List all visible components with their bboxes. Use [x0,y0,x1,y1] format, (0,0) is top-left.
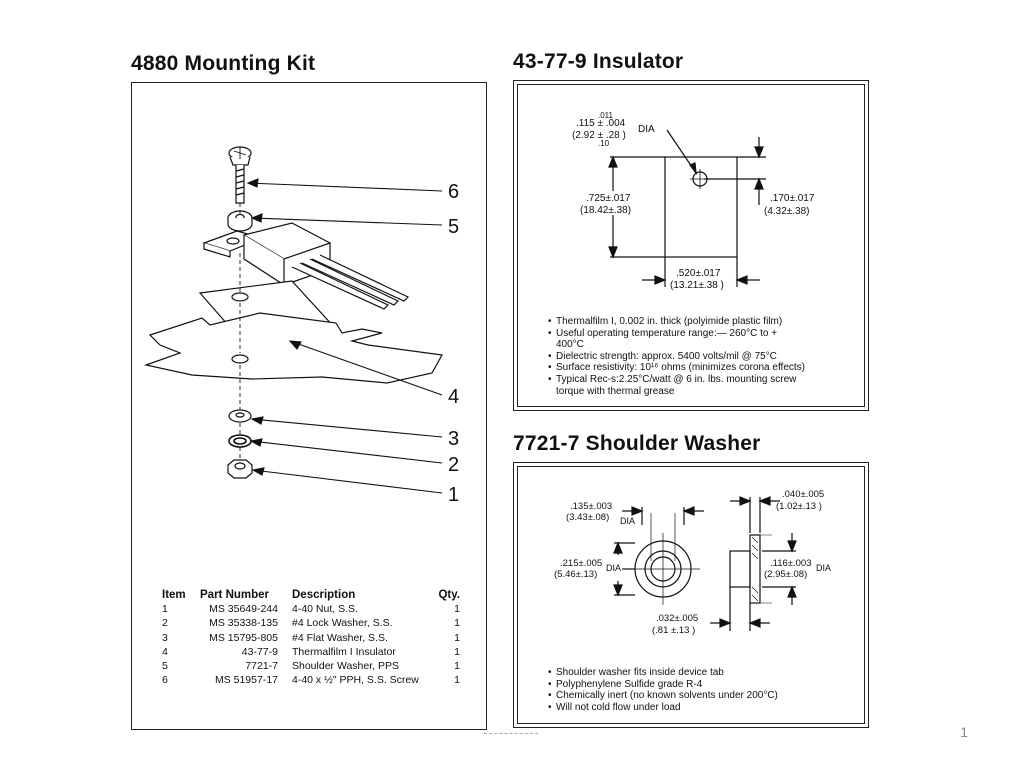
flange-nominal: .040±.005 [782,489,824,500]
cell-item: 1 [162,603,168,616]
header-item: Item [162,589,186,601]
cell-item: 5 [162,659,168,672]
height-metric: (18.42±.38) [580,205,631,216]
cell-qty: 1 [454,631,460,644]
callout-leaders [246,178,443,494]
heatsink-plate-part [143,312,443,384]
cell-item: 6 [162,674,168,687]
cell-description: Thermalfilm Ι Insulator [292,645,396,658]
shoulder-nominal: .116±.003 [770,558,812,569]
shoulder-dia: DIA [816,563,831,573]
cell-description: #4 Lock Washer, S.S. [292,617,393,630]
insulator-title: 43-77-9 Insulator [513,50,684,73]
page-number: 1 [960,724,968,740]
id-nominal: .135±.003 [570,501,612,512]
callout-1: 1 [448,484,459,506]
insulator-outline [664,156,738,258]
od-metric: (5.46±.13) [554,569,597,580]
id-dia: DIA [620,516,635,526]
nut-part [227,459,253,479]
hole-metric-lower: .10 [598,139,610,148]
spec-item: Surface resistivity: 10¹⁶ ohms (minimize… [548,362,864,374]
cell-qty: 1 [454,603,460,616]
thickness-nominal: .032±.005 [656,613,698,624]
spec-item: Polyphenylene Sulfide grade R-4 [548,679,864,691]
od-dia: DIA [606,563,621,573]
id-metric: (3.43±.08) [566,512,609,523]
offset-nominal: .170±.017 [770,193,815,204]
insulator-specs: Thermalfilm Ι, 0.002 in. thick (polyimid… [548,316,864,397]
spec-item: Chemically inert (no known solvents unde… [548,690,864,702]
footer-mark [484,733,538,734]
spec-item: Useful operating temperature range:— 260… [548,328,864,340]
cell-part-number: MS 51957-17 [214,674,278,687]
cell-item: 3 [162,631,168,644]
device-part [202,222,410,310]
cell-qty: 1 [454,645,460,658]
spec-item: 400°C [556,339,584,351]
spec-item: Will not cold flow under load [548,702,864,714]
screw-part [228,146,252,204]
cell-qty: 1 [454,674,460,687]
hole-dia: DIA [638,124,655,135]
cell-description: 4-40 x ½" PPH, S.S. Screw [292,674,419,687]
width-metric: (13.21±.38 ) [670,280,724,291]
flat-washer-part [228,409,252,423]
shoulder-washer-panel: .135±.003 (3.43±.08) DIA .215±.005 (5.46… [513,462,869,728]
cell-qty: 1 [454,617,460,630]
washer-side-flange [749,534,761,604]
width-nominal: .520±.017 [676,268,721,279]
cell-description: Shoulder Washer, PPS [292,659,399,672]
cell-part-number: MS 35338-135 [209,617,278,630]
hole-tol-upper: .011 [598,111,614,120]
callout-5: 5 [448,216,459,238]
cell-part-number: MS 35649-244 [209,603,278,616]
cell-part-number: 43-77-9 [241,645,278,658]
flange-metric: (1.02±.13 ) [776,501,822,512]
cell-qty: 1 [454,659,460,672]
mounting-kit-title: 4880 Mounting Kit [131,52,316,75]
cell-part-number: 7721-7 [245,659,278,672]
callout-6: 6 [448,181,459,203]
header-qty: Qty. [438,589,460,601]
callout-4: 4 [448,386,459,408]
thickness-metric: (.81 ±.13 ) [652,625,695,636]
shoulder-washer-title: 7721-7 Shoulder Washer [513,432,761,455]
insulator-panel: .011 .115 ± .004 (2.92 ± .28 ) .10 DIA .… [513,80,869,411]
cell-part-number: MS 15795-805 [209,631,278,644]
cell-item: 4 [162,645,168,658]
spec-item: torque with thermal grease [556,385,675,397]
offset-metric: (4.32±.38) [764,206,810,217]
header-description: Description [292,589,356,601]
cell-description: 4-40 Nut, S.S. [292,603,358,616]
hole-metric: (2.92 ± .28 ) [572,130,626,141]
washer-inner-frame [517,466,865,724]
spec-item: Thermalfilm Ι, 0.002 in. thick (polyimid… [548,316,864,328]
header-part-number: Part Number [200,589,270,601]
height-nominal: .725±.017 [586,193,631,204]
hole-nominal: .115 ± .004 [576,118,626,129]
mounting-kit-panel: 6 5 4 3 2 1 Item Part Number Description… [131,82,487,730]
mounting-kit-exploded-diagram: 6 5 4 3 2 1 [143,146,459,506]
spec-item: Shoulder washer fits inside device tab [548,667,864,679]
washer-specs: Shoulder washer fits inside device tab P… [548,667,864,713]
shoulder-metric: (2.95±.08) [764,569,807,580]
insulator-inner-frame [517,84,865,407]
washer-side-shoulder [729,550,751,588]
cell-item: 2 [162,617,168,630]
insulator-dimension-drawing: .011 .115 ± .004 (2.92 ± .28 ) .10 DIA .… [572,111,815,291]
lock-washer-part [228,434,252,448]
spec-item: Dielectric strength: approx. 5400 volts/… [548,351,864,363]
shoulder-washer-dimension-drawing: .135±.003 (3.43±.08) DIA .215±.005 (5.46… [554,489,831,636]
callout-3: 3 [448,428,459,450]
callout-2: 2 [448,454,459,476]
od-nominal: .215±.005 [560,558,602,569]
spec-item: Typical Rec-s:2.25°C/watt @ 6 in. lbs. m… [548,374,864,386]
cell-description: #4 Flat Washer, S.S. [292,631,388,644]
